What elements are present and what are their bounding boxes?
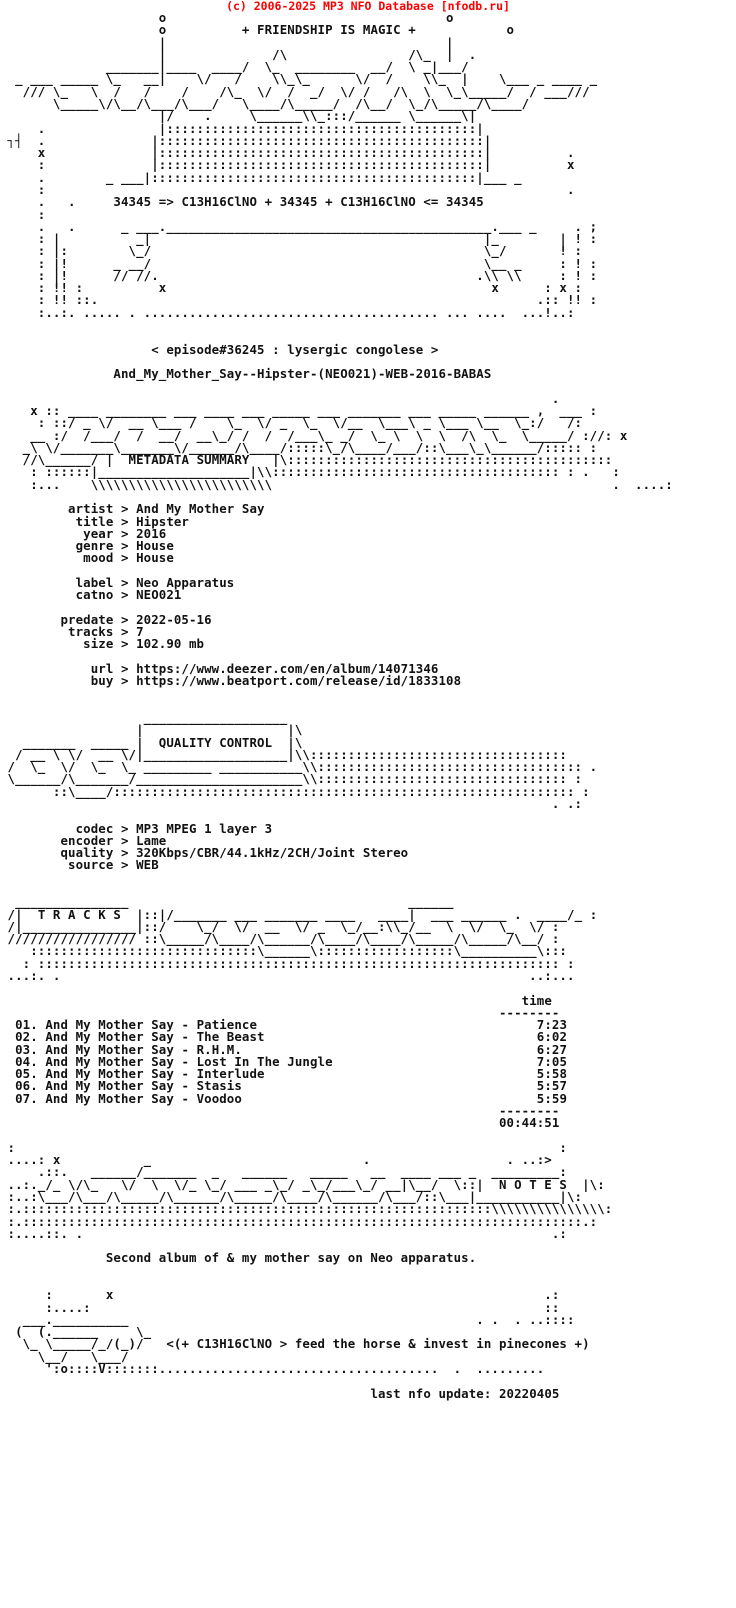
track-time-header: time — [521, 992, 552, 1008]
last-update-line — [0, 1386, 370, 1401]
release-line — [0, 366, 113, 381]
meta-mood: House — [136, 550, 174, 566]
quality-bitrate: 320Kbps/CBR/44.1kHz/2CH/Joint Stereo — [136, 845, 409, 861]
notes-text: Second album of & my mother say on Neo a… — [105, 1250, 477, 1266]
ascii-art-footer: : x .: :....: :: ___.__________ — [15, 1287, 575, 1352]
track-row-7: 07. And My Mother Say - Voodoo 5:59 — [15, 1090, 568, 1106]
track-row-2: 02. And My Mother Say - The Beast 6:02 — [15, 1029, 568, 1045]
meta-predate: 2022-05-16 — [136, 611, 212, 627]
quality-codec: MP3 MPEG 1 layer 3 — [136, 820, 273, 836]
meta-year: 2016 — [136, 525, 167, 541]
nfo-document: o o o + FRIENDSHIP IS MAGIC + o | | | — [0, 10, 673, 1401]
footer-tagline: <(+ C13H16ClNO > feed the horse & invest… — [166, 1336, 590, 1352]
ascii-art-tracks-header: _______________ ______ /| — [7, 894, 454, 922]
ascii-art-notes-header: : : ....: x _ . . ..:> .::. ______/_____… — [7, 1139, 567, 1192]
meta-label: Neo Apparatus — [136, 574, 235, 590]
quality-block: codec > MP3 MPEG 1 layer 3 encoder > Lam… — [0, 820, 409, 873]
tracks-section-title: T R A C K S — [37, 906, 121, 922]
track-row-6: 06. And My Mother Say - Stasis 5:57 — [15, 1078, 568, 1094]
meta-title: Hipster — [136, 513, 189, 529]
tracklist: time -------- 01. And My Mother Say - Pa… — [15, 992, 568, 1131]
nfo-release-name: And_My_Mother_Say--Hipster-(NEO021)-WEB-… — [113, 366, 492, 382]
ascii-art-quality-header: ___________________ | |\ _______ _____ | — [22, 710, 303, 750]
ascii-art-logo-top: o o o — [158, 10, 454, 38]
meta-size: 102.90 mb — [136, 636, 205, 652]
nfo-episode: < episode#36245 : lysergic congolese > — [151, 341, 439, 357]
site-banner: (c) 2006-2025 MP3 NFO Database [nfodb.ru… — [226, 0, 510, 13]
track-row-3: 03. And My Mother Say - R.H.M. 6:27 — [15, 1041, 568, 1057]
ascii-art-metadata-header: . x :: ____ ________ ___ ____ ___ _____ … — [22, 390, 628, 468]
metadata-block: artist > And My Mother Say title > Hipst… — [0, 501, 462, 689]
track-total-time: 00:44:51 — [498, 1115, 560, 1131]
notes-line — [0, 1250, 106, 1265]
meta-genre: House — [136, 538, 174, 554]
nfo-tagline: + FRIENDSHIP IS MAGIC + — [241, 22, 416, 38]
nfo-formula: 34345 => C13H16ClNO + 34345 + C13H16ClNO… — [113, 194, 484, 210]
meta-buy: https://www.beatport.com/release/id/1833… — [136, 673, 462, 689]
last-nfo-update: last nfo update: 20220405 — [370, 1385, 560, 1401]
quality-control-title: QUALITY CONTROL — [158, 734, 273, 750]
metadata-summary-title: METADATA SUMMARY — [128, 452, 250, 468]
track-row-4: 04. And My Mother Say - Lost In The Jung… — [15, 1053, 568, 1069]
track-row-1: 01. And My Mother Say - Patience 7:23 — [15, 1017, 568, 1033]
episode-line — [0, 342, 151, 357]
meta-tracks: 7 — [136, 624, 144, 640]
notes-section-title: N O T E S — [498, 1176, 567, 1192]
meta-url: https://www.deezer.com/en/album/14071346 — [136, 660, 439, 676]
meta-artist: And My Mother Say — [136, 501, 265, 517]
quality-source: WEB — [136, 857, 159, 873]
meta-catno: NEO021 — [136, 587, 182, 603]
quality-encoder: Lame — [136, 832, 167, 848]
track-row-5: 05. And My Mother Say - Interlude 5:58 — [15, 1066, 568, 1082]
